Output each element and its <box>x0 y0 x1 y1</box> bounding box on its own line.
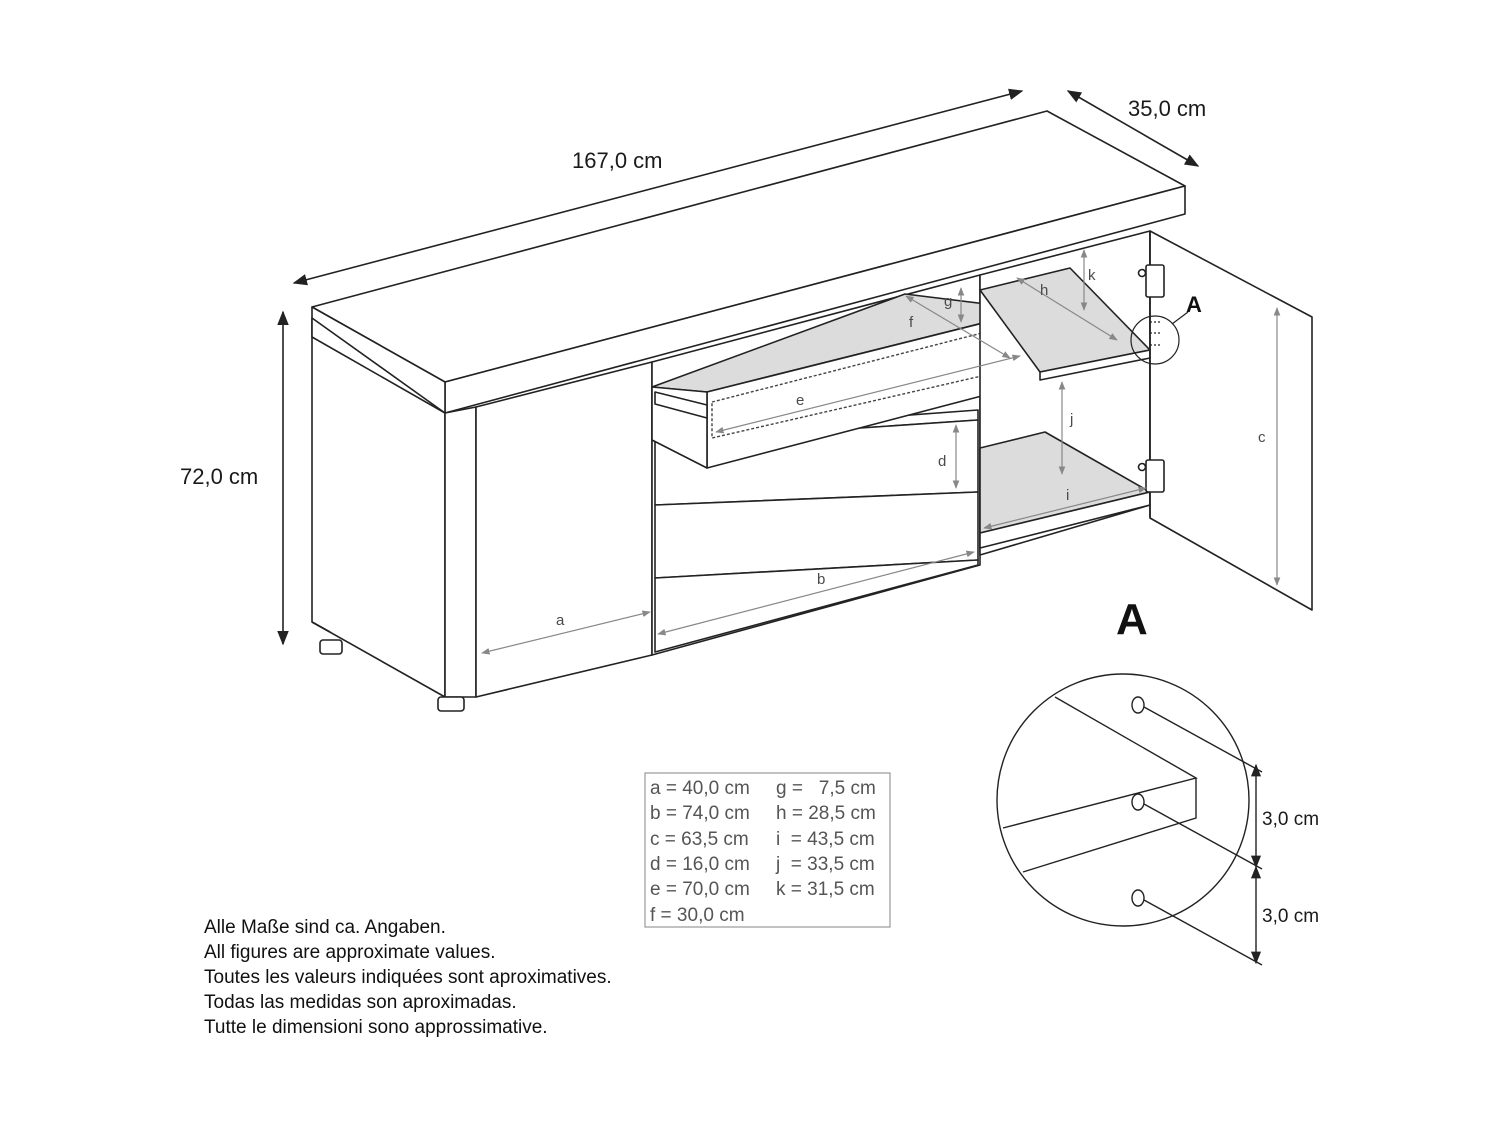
legend-item-e: e = 70,0 cm <box>650 879 750 900</box>
drawer-runner <box>654 391 708 419</box>
legend-item-k: k = 31,5 cm <box>776 879 875 900</box>
main-dimension-lines <box>277 88 1200 646</box>
detail-hole-3 <box>1131 889 1145 907</box>
part-label-c: c <box>1258 429 1266 446</box>
height-label: 72,0 cm <box>180 464 258 489</box>
note-french: Toutes les valeurs indiquées sont aproxi… <box>204 967 612 988</box>
legend-item-h: h = 28,5 cm <box>776 803 876 824</box>
legend-item-i: i = 43,5 cm <box>776 829 875 850</box>
dim-line-f <box>905 295 1011 359</box>
legend-item-d: d = 16,0 cm <box>650 854 750 875</box>
cabinet <box>311 110 1313 712</box>
detail-circle <box>996 673 1250 927</box>
foot-back <box>319 639 343 655</box>
legend-item-c: c = 63,5 cm <box>650 829 749 850</box>
left-door <box>475 361 653 698</box>
dim-line-h <box>1016 277 1118 341</box>
width-label: 167,0 cm <box>572 148 663 173</box>
detail-callout-circle <box>1130 315 1180 365</box>
dim-line-e <box>715 354 1021 434</box>
detail-callout-label: A <box>1186 292 1202 317</box>
hinge-bottom <box>1145 459 1165 493</box>
hinge-holes-marks <box>1150 321 1162 346</box>
width-dimension-line <box>292 88 1024 286</box>
legend-table: a = 40,0 cm b = 74,0 cm c = 63,5 cm d = … <box>644 772 891 928</box>
dim-line-a <box>481 610 651 655</box>
hole-spacing-label-1: 3,0 cm <box>1262 809 1319 830</box>
dim-line-b <box>657 550 975 636</box>
legend-item-f: f = 30,0 cm <box>650 905 745 926</box>
detail-hole-2 <box>1131 793 1145 811</box>
detail-shelf-front <box>1022 778 1197 873</box>
legend-item-b: b = 74,0 cm <box>650 803 750 824</box>
part-label-i: i <box>1066 487 1069 504</box>
bottom-front-edge <box>444 406 477 698</box>
depth-dimension-line <box>1066 90 1200 167</box>
part-label-j: j <box>1069 411 1073 428</box>
part-label-e: e <box>796 392 804 409</box>
legend-box <box>644 772 891 928</box>
detail-hole-1 <box>1131 696 1145 714</box>
part-label-f: f <box>909 314 914 331</box>
note-german: Alle Maße sind ca. Angaben. <box>204 917 446 938</box>
part-label-d: d <box>938 453 946 470</box>
part-label-k: k <box>1088 267 1096 284</box>
detail-view <box>996 673 1263 966</box>
detail-title: A <box>1116 595 1148 644</box>
part-label-g: g <box>944 293 952 310</box>
approximation-notes: Alle Maße sind ca. Angaben. All figures … <box>204 917 612 1038</box>
legend-item-a: a = 40,0 cm <box>650 778 750 799</box>
part-dimension-lines <box>481 249 1281 655</box>
foot-left <box>437 696 465 712</box>
detail-shelf-top <box>1002 696 1198 829</box>
note-spanish: Todas las medidas son aproximadas. <box>204 992 517 1013</box>
part-label-h: h <box>1040 282 1048 299</box>
legend-item-g: g = 7,5 cm <box>776 778 876 799</box>
right-door <box>1149 230 1313 611</box>
part-label-b: b <box>817 571 825 588</box>
depth-label: 35,0 cm <box>1128 96 1206 121</box>
dim-line-i <box>983 486 1147 530</box>
hinge-top <box>1145 264 1165 298</box>
note-english: All figures are approximate values. <box>204 942 495 963</box>
legend-item-j: j = 33,5 cm <box>775 854 875 875</box>
part-label-a: a <box>556 612 565 629</box>
note-italian: Tutte le dimensioni sono approssimative. <box>204 1017 548 1038</box>
hole-spacing-label-2: 3,0 cm <box>1262 906 1319 927</box>
part-labels: a b c d e f g h i j k <box>556 267 1266 629</box>
